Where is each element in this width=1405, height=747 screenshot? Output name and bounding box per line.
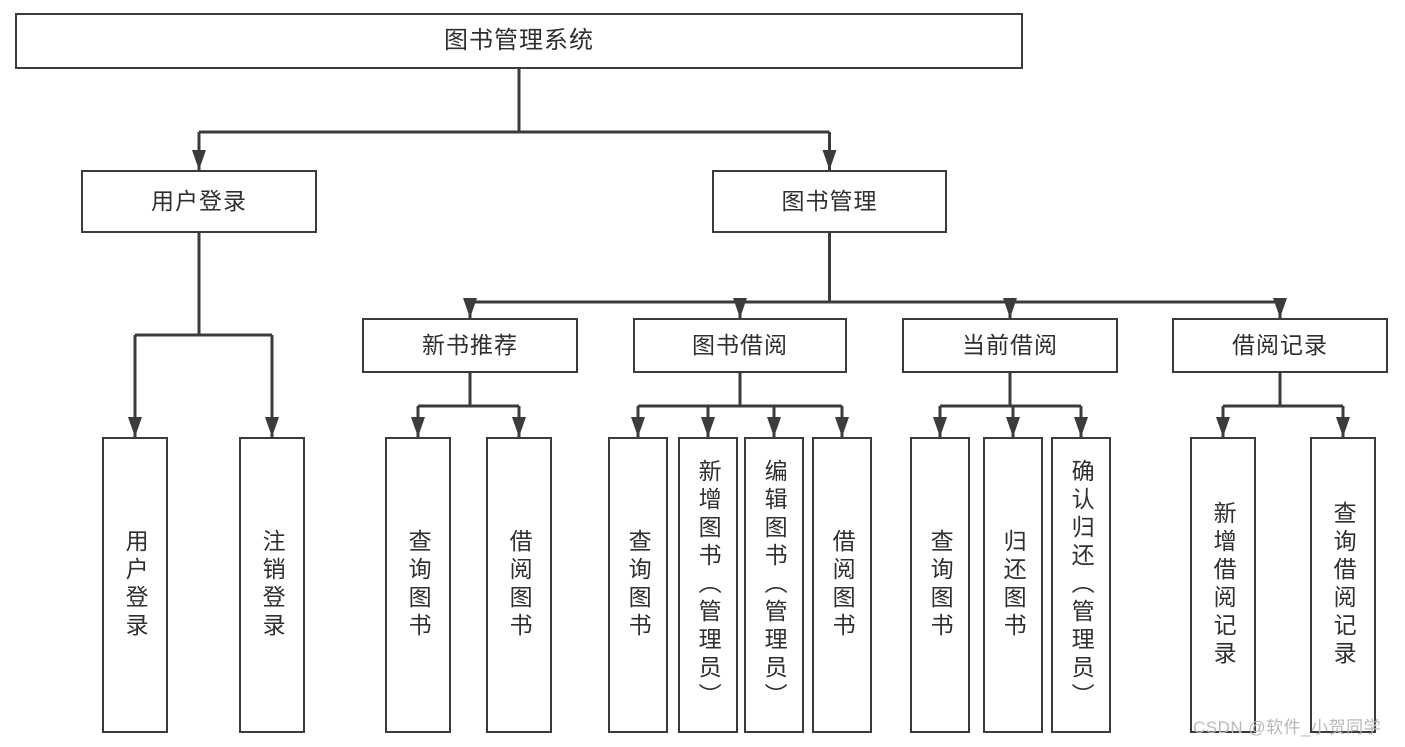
node-label: 编辑图书（管理员）	[761, 459, 788, 711]
node-leaf-query-borrow-record[interactable]: 查询借阅记录	[1310, 437, 1376, 733]
node-label: 新书推荐	[422, 331, 518, 358]
node-leaf-add-borrow-record[interactable]: 新增借阅记录	[1190, 437, 1256, 733]
node-label: 确认归还（管理员）	[1068, 459, 1095, 711]
node-label: 借阅图书	[829, 529, 856, 641]
node-leaf-logout[interactable]: 注销登录	[239, 437, 305, 733]
node-label: 图书借阅	[692, 331, 788, 358]
node-current-borrowing[interactable]: 当前借阅	[902, 318, 1118, 373]
node-leaf-add-book-admin[interactable]: 新增图书（管理员）	[678, 437, 738, 733]
node-leaf-user-login[interactable]: 用户登录	[102, 437, 168, 733]
node-label: 注销登录	[259, 529, 286, 641]
node-root-book-management-system[interactable]: 图书管理系统	[15, 13, 1023, 69]
node-leaf-borrow-book[interactable]: 借阅图书	[812, 437, 872, 733]
node-label: 图书管理	[781, 187, 878, 214]
node-label: 查询图书	[625, 529, 652, 641]
node-book-borrowing[interactable]: 图书借阅	[633, 318, 847, 373]
node-leaf-edit-book-admin[interactable]: 编辑图书（管理员）	[744, 437, 804, 733]
node-label: 图书管理系统	[444, 26, 594, 54]
node-leaf-return-book[interactable]: 归还图书	[983, 437, 1043, 733]
node-label: 借阅图书	[506, 529, 533, 641]
node-label: 新增图书（管理员）	[695, 459, 722, 711]
node-leaf-query-book-borrow[interactable]: 查询图书	[608, 437, 668, 733]
node-label: 归还图书	[1000, 529, 1027, 641]
node-label: 用户登录	[151, 187, 247, 214]
node-book-management[interactable]: 图书管理	[712, 170, 947, 233]
node-label: 当前借阅	[962, 331, 1058, 358]
node-label: 新增借阅记录	[1210, 501, 1237, 669]
node-borrowing-record[interactable]: 借阅记录	[1172, 318, 1388, 373]
node-leaf-confirm-return-admin[interactable]: 确认归还（管理员）	[1051, 437, 1111, 733]
node-user-login[interactable]: 用户登录	[81, 170, 317, 233]
node-label: 借阅记录	[1232, 331, 1328, 358]
node-new-book-recommendation[interactable]: 新书推荐	[362, 318, 578, 373]
node-leaf-query-book-recommend[interactable]: 查询图书	[385, 437, 451, 733]
node-leaf-borrow-book-recommend[interactable]: 借阅图书	[486, 437, 552, 733]
node-label: 查询图书	[405, 529, 432, 641]
node-leaf-query-book-current[interactable]: 查询图书	[910, 437, 970, 733]
node-label: 查询图书	[927, 529, 954, 641]
node-label: 用户登录	[122, 529, 149, 641]
node-label: 查询借阅记录	[1330, 501, 1357, 669]
